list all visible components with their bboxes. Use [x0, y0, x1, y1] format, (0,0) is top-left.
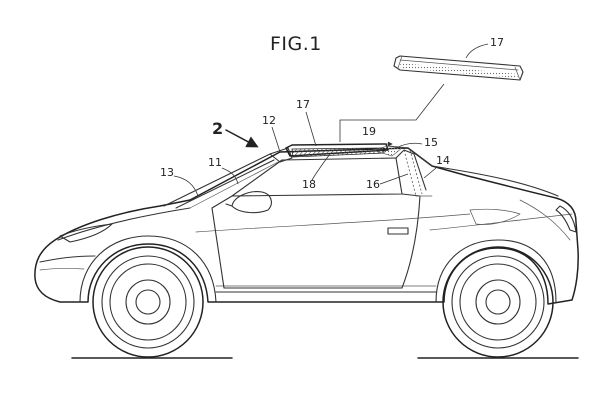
leader-18: [311, 153, 331, 181]
ref-label-15: 15: [424, 136, 438, 149]
ref-label-18: 18: [302, 178, 316, 191]
ref-label-12: 12: [262, 114, 276, 127]
leader-13: [173, 175, 199, 197]
ref-label-14: 14: [436, 154, 450, 167]
ref-label-2: 2: [212, 119, 223, 138]
ref-arrow-2: [225, 129, 259, 148]
rear-wheel: [442, 246, 554, 358]
door: [211, 193, 421, 289]
removed-roof-panel: [393, 55, 524, 81]
figure-title: FIG.1: [270, 33, 322, 55]
rear-pillar: [370, 145, 433, 197]
front-wheel: [92, 246, 204, 358]
leader-15: [395, 142, 423, 149]
ref-label-17-removed: 17: [490, 36, 504, 49]
ref-label-16: 16: [366, 178, 380, 191]
ref-label-11: 11: [208, 156, 222, 169]
leader-12: [271, 126, 281, 153]
leader-17-roof: [305, 111, 317, 147]
leader-11: [221, 167, 239, 185]
roof-header: [269, 147, 293, 163]
ref-label-19: 19: [362, 125, 376, 138]
ref-label-13: 13: [160, 166, 174, 179]
leader-17-removed: [465, 43, 489, 59]
leader-16: [379, 173, 409, 185]
removal-leader-line: [339, 83, 445, 142]
windshield: [163, 153, 279, 209]
car-body: [34, 147, 579, 305]
side-mirror: [225, 191, 272, 214]
ref-label-17-roof: 17: [296, 98, 310, 111]
leader-14: [423, 167, 437, 179]
